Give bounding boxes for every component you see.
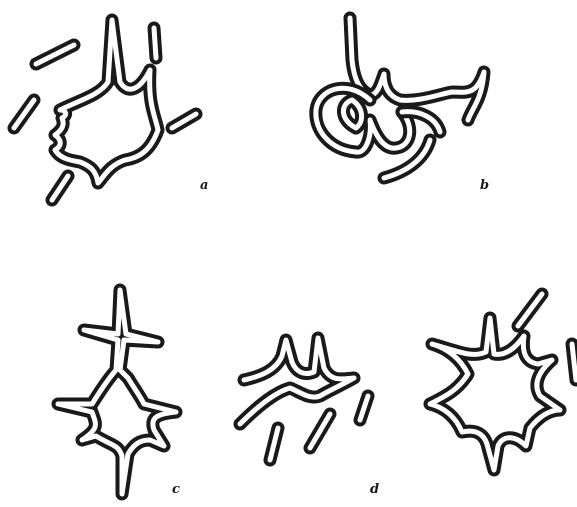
- panel-e-drawing: [430, 294, 576, 470]
- panel-d-rod-2: [310, 414, 330, 448]
- panel-e-rod-2: [572, 344, 576, 380]
- panel-d-rod-1: [270, 428, 278, 460]
- panel-d-label: d: [370, 482, 379, 497]
- panel-b-label: b: [480, 178, 489, 193]
- panel-a-rod-5: [52, 176, 68, 200]
- panel-e-rod-1: [518, 294, 542, 326]
- panel-b-drawing: [316, 18, 484, 178]
- panel-d-drawing: [240, 338, 368, 460]
- panel-a-rod-3: [14, 100, 34, 128]
- panel-a-rod-1: [36, 45, 74, 64]
- panel-c-label: c: [172, 482, 180, 497]
- panel-a-label: a: [200, 178, 208, 193]
- panel-e-star-outline: [430, 318, 560, 470]
- panel-a-rod-4: [172, 114, 196, 128]
- panel-d-rod-3: [360, 396, 368, 420]
- panel-b-heart-loop: [316, 18, 484, 152]
- panel-c-drawing: [58, 290, 176, 494]
- panel-d-star-outline: [240, 338, 354, 424]
- panel-a-drawing: [14, 20, 196, 200]
- panel-a-rod-2: [154, 28, 156, 58]
